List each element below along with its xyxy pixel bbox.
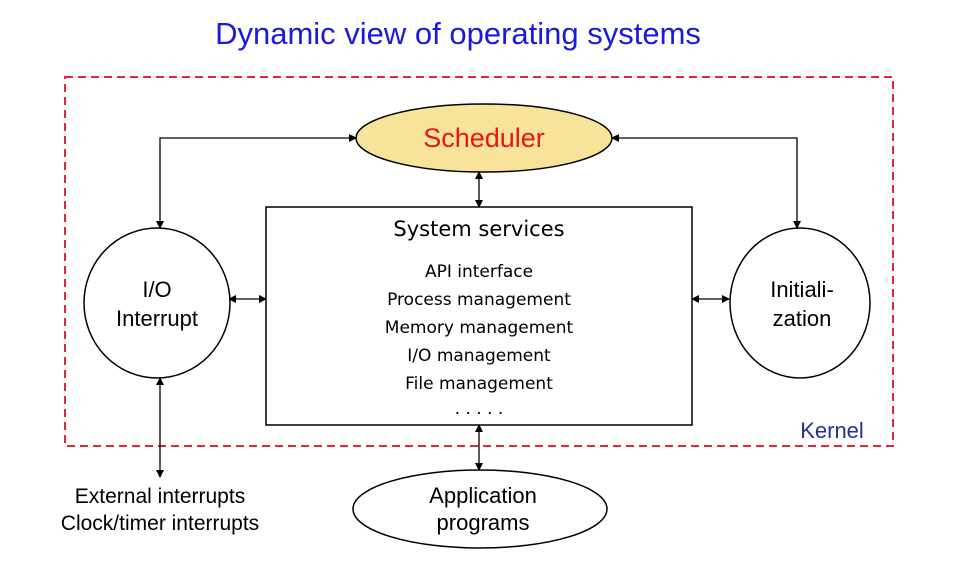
io-interrupt-line1: I/O — [142, 277, 171, 302]
kernel-label: Kernel — [800, 418, 864, 443]
system-services-item: I/O management — [407, 346, 551, 366]
system-services-item: File management — [405, 374, 553, 394]
scheduler-label: Scheduler — [423, 123, 545, 153]
application-line1: Application — [429, 483, 537, 508]
io-interrupt-node: I/O Interrupt — [83, 227, 231, 379]
arrow-scheduler-init — [611, 134, 801, 229]
io-interrupt-line2: Interrupt — [116, 306, 198, 331]
initialization-line2: zation — [773, 306, 832, 331]
system-services-box: System services API interface Process ma… — [265, 206, 693, 426]
scheduler-node: Scheduler — [355, 103, 613, 173]
external-interrupts-line1: External interrupts — [75, 485, 245, 508]
initialization-node: Initiali- zation — [729, 227, 871, 379]
application-programs-node: Application programs — [352, 469, 608, 549]
diagram-title: Dynamic view of operating systems — [215, 16, 701, 51]
system-services-title: System services — [393, 217, 564, 241]
arrow-scheduler-io — [156, 134, 357, 229]
initialization-line1: Initiali- — [770, 277, 834, 302]
system-services-item: Process management — [387, 290, 571, 310]
external-interrupts-line2: Clock/timer interrupts — [61, 512, 259, 535]
system-services-item: API interface — [425, 262, 533, 282]
application-line2: programs — [437, 510, 530, 535]
system-services-item: Memory management — [385, 318, 574, 338]
system-services-item: . . . . . — [455, 399, 504, 419]
